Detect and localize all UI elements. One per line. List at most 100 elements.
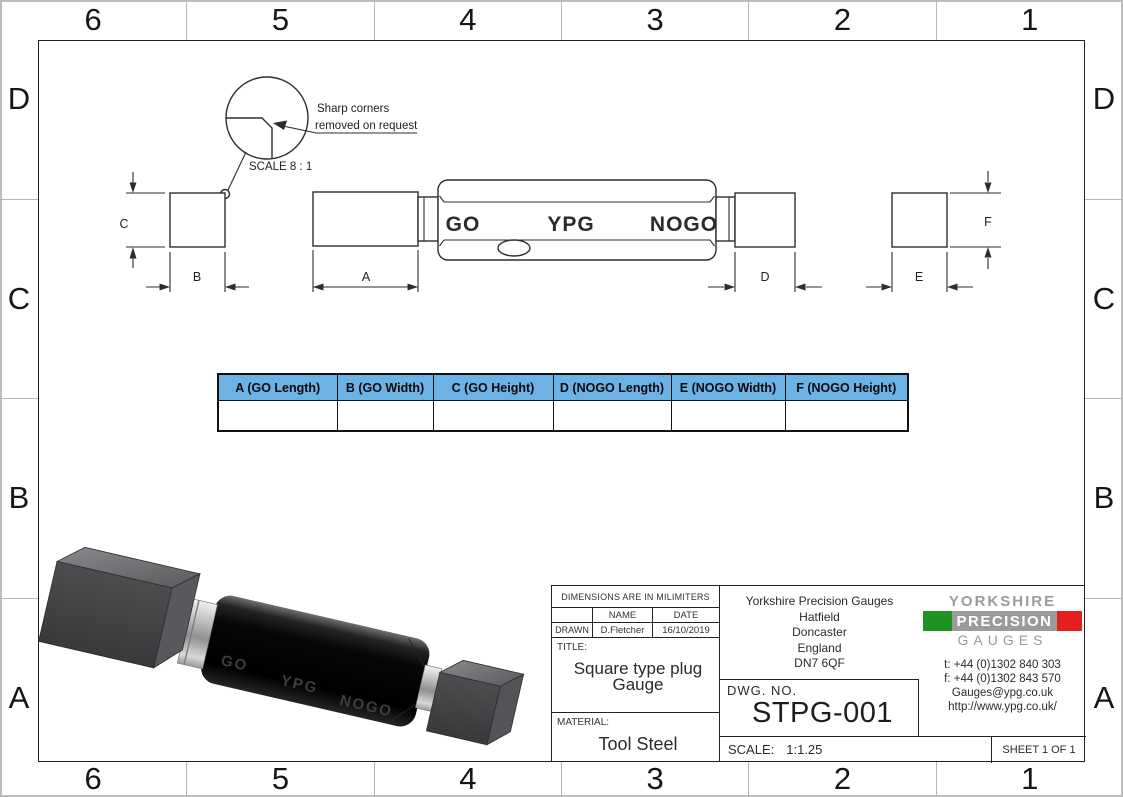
drawn-row: DRAWN D.Fletcher 16/10/2019 — [552, 623, 719, 638]
title-block-left-column: DIMENSIONS ARE IN MILIMITERS NAME DATE D… — [552, 586, 720, 761]
table-value-cell — [336, 400, 434, 432]
nogo-collar — [715, 196, 736, 242]
zone-label: A — [8, 679, 30, 715]
table-value-cell — [552, 400, 672, 432]
zone-label: 6 — [0, 760, 188, 797]
detail-corner-lines — [226, 117, 273, 159]
dim-a-arrow-right — [407, 283, 418, 291]
zone-label: A — [1093, 679, 1115, 715]
table-header-cell: D (NOGO Length) — [552, 373, 672, 401]
address-line: Hatfield — [799, 609, 840, 624]
border-strip-top: 6 5 4 3 2 1 — [0, 0, 1123, 40]
logo-gauges-text: GAUGES — [957, 632, 1048, 648]
detail-circle — [225, 76, 309, 160]
contact-tel: t: +44 (0)1302 840 303 — [944, 659, 1061, 671]
bar-chamfer-lines — [389, 638, 425, 723]
table-header-cell: C (GO Height) — [432, 373, 554, 401]
hex-facet-lines — [439, 195, 715, 247]
scale-cell: SCALE: 1:1.25 — [720, 736, 991, 763]
address-line: Doncaster — [792, 625, 847, 639]
dim-a-label: A — [362, 270, 371, 284]
table-header-cell: F (NOGO Height) — [784, 373, 909, 401]
detail-leader-line — [282, 125, 417, 134]
border-strip-right: D C B A — [1085, 0, 1123, 797]
drawing-number-cell: DWG. NO. STPG-001 — [720, 679, 919, 736]
border-strip-left: D C B A — [0, 0, 38, 797]
dim-e-arrow-left — [881, 283, 892, 291]
contact-web: http://www.ypg.co.uk/ — [948, 701, 1057, 713]
material-cell: MATERIAL: Tool Steel — [552, 713, 719, 759]
contact-email: Gauges@ypg.co.uk — [951, 687, 1054, 699]
detail-arrowhead — [273, 120, 287, 130]
company-logo: YORKSHIRE PRECISION GAUGES — [919, 586, 1086, 649]
logo-green-block — [923, 611, 953, 631]
dim-f-arrow-bottom — [984, 247, 992, 258]
empty-cell — [552, 608, 593, 622]
sheet-label: SHEET 1 OF 1 — [991, 736, 1086, 763]
dimensions-note: DIMENSIONS ARE IN MILIMITERS — [552, 586, 719, 608]
dim-d-arrow-left — [724, 283, 735, 291]
brand-label: YPG — [547, 213, 594, 236]
engineering-drawing-canvas: Sharp corners removed on request SCALE 8… — [38, 76, 1001, 746]
title-block-right-column: YORKSHIRE PRECISION GAUGES t: +44 (0)130… — [919, 586, 1086, 736]
dimension-table-header-row: A (GO Length) B (GO Width) C (GO Height)… — [217, 373, 909, 401]
dim-f-extension-lines — [950, 192, 1001, 248]
zone-label: D — [0, 0, 38, 200]
drawing-title-line2: Gauge — [612, 675, 664, 694]
name-date-header-row: NAME DATE — [552, 608, 719, 623]
collar-go-ring — [183, 600, 200, 665]
address-line: England — [797, 640, 842, 655]
nogo-end-view-square — [891, 192, 948, 248]
name-header: NAME — [593, 608, 653, 622]
zone-label: B — [1085, 399, 1123, 599]
address-line: DN7 6QF — [794, 656, 845, 670]
hex-oval-mark — [497, 239, 531, 257]
material-value: Tool Steel — [598, 734, 678, 754]
company-address: Yorkshire Precision Gauges Hatfield Donc… — [720, 586, 919, 679]
title-cell: TITLE: Square type plug Gauge — [552, 638, 719, 713]
drawing-number-value: STPG-001 — [752, 697, 893, 729]
table-header-cell: B (GO Width) — [336, 373, 434, 401]
material-label: MATERIAL: — [557, 717, 610, 728]
table-value-cell — [670, 400, 786, 432]
zone-label: B — [0, 399, 38, 599]
zone-label: 4 — [375, 760, 562, 797]
border-strip-bottom: 6 5 4 3 2 1 — [0, 760, 1123, 797]
dim-f-label-bg — [980, 213, 996, 228]
nogo-member — [734, 192, 796, 248]
zone-label: 3 — [562, 0, 750, 40]
zone-label: 2 — [749, 0, 937, 40]
dimension-table: A (GO Length) B (GO Width) C (GO Height)… — [217, 373, 909, 432]
go-end-view-square — [169, 192, 226, 248]
scale-label: SCALE: — [728, 742, 775, 757]
contact-fax: f: +44 (0)1302 843 570 — [944, 673, 1061, 685]
drawing-number-label: DWG. NO. — [727, 683, 798, 698]
dim-d-label: D — [760, 270, 769, 284]
logo-yorkshire-text: YORKSHIRE — [948, 593, 1057, 610]
scale-value: 1:1.25 — [786, 742, 823, 757]
detail-pointer-line — [227, 151, 247, 191]
zone-label: 1 — [1021, 2, 1039, 37]
zone-label: 5 — [187, 0, 375, 40]
logo-precision-text: PRECISION — [952, 611, 1057, 631]
dim-e-label: E — [915, 270, 923, 284]
dim-b-extension-lines — [169, 252, 226, 292]
table-header-cell: A (GO Length) — [217, 373, 338, 401]
dim-c-extension-lines — [126, 192, 165, 248]
cube-front-face — [425, 671, 501, 746]
logo-red-block — [1056, 611, 1082, 631]
table-value-cell — [784, 400, 909, 432]
drawn-label: DRAWN — [552, 623, 593, 637]
dim-f-label: F — [984, 215, 992, 229]
zone-label: 4 — [375, 0, 562, 40]
table-value-cell — [432, 400, 554, 432]
zone-label: C — [1085, 200, 1123, 399]
zone-label: D — [1085, 0, 1123, 200]
title-label: TITLE: — [557, 642, 588, 653]
zone-label: 3 — [562, 760, 750, 797]
zone-label: 6 — [0, 0, 188, 40]
table-header-cell: E (NOGO Width) — [670, 373, 786, 401]
gauge-3d-render: GO YPG NOGO — [38, 546, 525, 746]
dim-a-arrow-left — [313, 283, 324, 291]
detail-scale-label: SCALE 8 : 1 — [249, 161, 312, 173]
